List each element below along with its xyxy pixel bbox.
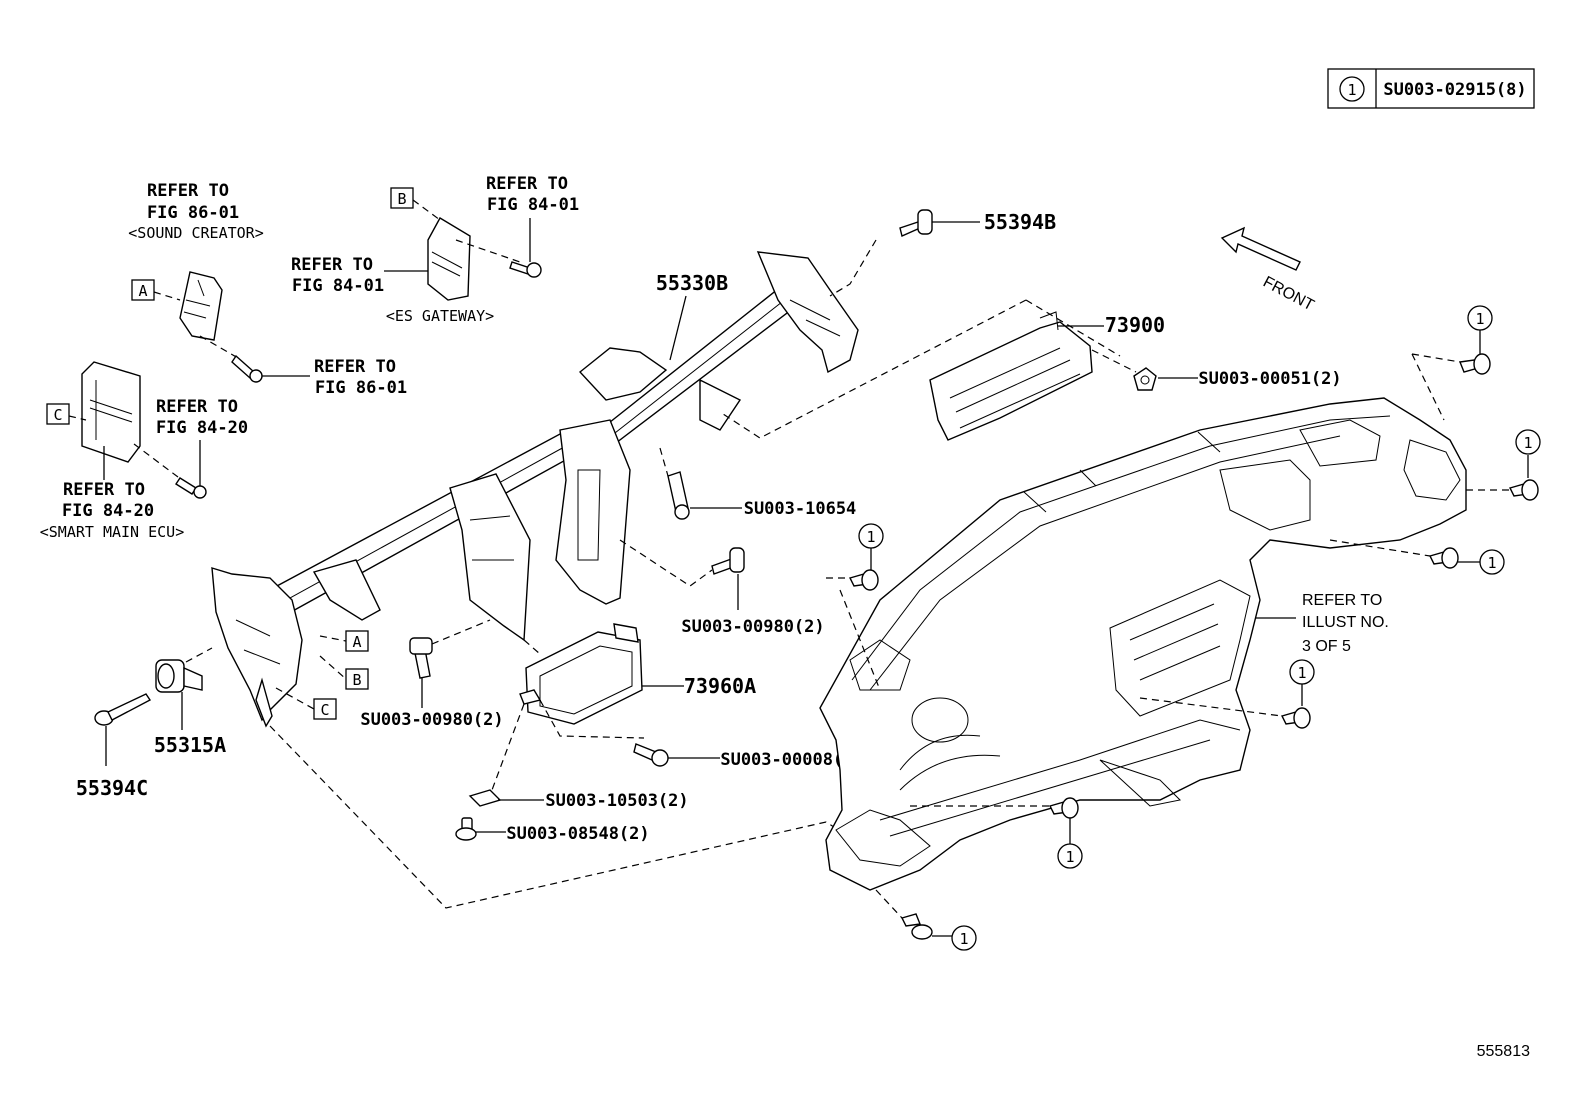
knee-airbag-73960A bbox=[491, 623, 684, 791]
legend-box: 1 SU003-02915(8) bbox=[1327, 68, 1535, 109]
part-55394C-label: 55394C bbox=[76, 776, 148, 800]
refer-sound-line1: REFER TO bbox=[147, 181, 229, 201]
part-55394B-label: 55394B bbox=[984, 210, 1056, 234]
clip-callout-right-1: 1 bbox=[1466, 429, 1541, 501]
bolt-icon bbox=[231, 354, 263, 383]
su-00008-label: SU003-00008(2) bbox=[720, 750, 863, 770]
callout-1-icon: 1 bbox=[1515, 429, 1541, 455]
box-a-icon bbox=[131, 279, 155, 301]
part-55330B-label: 55330B bbox=[656, 271, 728, 295]
legend-marker-icon: 1 bbox=[1339, 76, 1365, 102]
box-b-ref-icon bbox=[345, 668, 369, 690]
box-c-ref-icon bbox=[313, 698, 337, 720]
bolt-08548-icon bbox=[455, 817, 506, 841]
bolt-00980-upper-icon bbox=[619, 539, 745, 610]
diagram-id: 555813 bbox=[1477, 1043, 1530, 1060]
refer-illust-line3: 3 OF 5 bbox=[1302, 638, 1351, 655]
svg-text:1: 1 bbox=[959, 930, 968, 948]
instrument-panel-reinforcement bbox=[211, 251, 859, 728]
refer-sound-bolt-line2: FIG 86-01 bbox=[315, 378, 407, 398]
nut-00051-icon bbox=[1133, 367, 1198, 391]
refer-es-line1: REFER TO bbox=[291, 255, 373, 275]
refer-smart-bolt-line1: REFER TO bbox=[156, 397, 238, 417]
box-c-icon bbox=[46, 403, 70, 425]
bolt-icon bbox=[175, 477, 207, 499]
refer-sound-line3: <SOUND CREATOR> bbox=[128, 224, 263, 242]
callout-1-icon: 1 bbox=[951, 925, 977, 951]
bolt-00980-lower-icon bbox=[409, 619, 491, 708]
refer-smart-line2: FIG 84-20 bbox=[62, 501, 154, 521]
part-55315A-label: 55315A bbox=[154, 733, 226, 757]
svg-text:1: 1 bbox=[1065, 848, 1074, 866]
bolt-icon bbox=[509, 261, 542, 278]
legend-part-number: SU003-02915(8) bbox=[1383, 80, 1526, 100]
front-arrow-icon: FRONT bbox=[1220, 226, 1317, 315]
su-00980-lower-label: SU003-00980(2) bbox=[360, 710, 503, 730]
bolt-10654-icon bbox=[659, 447, 742, 520]
callout-1-icon: 1 bbox=[858, 523, 884, 549]
clip-callout-left-top: 1 bbox=[826, 523, 884, 691]
svg-text:1: 1 bbox=[1487, 554, 1496, 572]
refer-sound-bolt-line1: REFER TO bbox=[314, 357, 396, 377]
svg-text:1: 1 bbox=[866, 528, 875, 546]
instrument-panel bbox=[819, 397, 1467, 891]
es-gateway-module: B bbox=[384, 187, 542, 301]
svg-text:1: 1 bbox=[1297, 664, 1306, 682]
su-10503-label: SU003-10503(2) bbox=[545, 791, 688, 811]
svg-text:B: B bbox=[397, 190, 406, 208]
part-73900-label: 73900 bbox=[1105, 313, 1165, 337]
svg-text:A: A bbox=[352, 633, 361, 651]
refer-es-bolt-line1: REFER TO bbox=[486, 174, 568, 194]
svg-text:C: C bbox=[320, 701, 329, 719]
svg-text:A: A bbox=[138, 282, 147, 300]
refer-smart-line3: <SMART MAIN ECU> bbox=[40, 523, 185, 541]
clip-callout-center-right: 1 bbox=[1139, 659, 1315, 729]
grommet-55315A-icon bbox=[155, 647, 213, 730]
clip-callout-bottom-left: 1 bbox=[875, 889, 977, 951]
clip-10503-icon bbox=[468, 789, 544, 807]
refer-es-line3: <ES GATEWAY> bbox=[386, 307, 494, 325]
su-08548-label: SU003-08548(2) bbox=[506, 824, 649, 844]
callout-1-icon: 1 bbox=[1289, 659, 1315, 685]
su-10654-label: SU003-10654 bbox=[744, 499, 857, 519]
refer-smart-bolt-line2: FIG 84-20 bbox=[156, 418, 248, 438]
bolt-00008-icon bbox=[633, 743, 720, 767]
su-00980-upper-label: SU003-00980(2) bbox=[681, 617, 824, 637]
refer-illust-line2: ILLUST NO. bbox=[1302, 614, 1389, 631]
callout-1-icon: 1 bbox=[1479, 549, 1505, 575]
bolt-55394C-icon bbox=[94, 693, 152, 766]
sound-creator-module: A bbox=[131, 271, 310, 383]
callout-1-icon: 1 bbox=[1467, 305, 1493, 331]
front-label: FRONT bbox=[1260, 274, 1317, 315]
duct-73900 bbox=[719, 299, 1137, 441]
su-00051-label: SU003-00051(2) bbox=[1198, 369, 1341, 389]
smart-main-ecu-module: C bbox=[46, 361, 207, 499]
svg-text:B: B bbox=[352, 671, 361, 689]
svg-text:1: 1 bbox=[1475, 310, 1484, 328]
clip-callout-bottom-center: 1 bbox=[910, 797, 1083, 869]
clip-callout-top-right: 1 bbox=[1411, 305, 1493, 421]
part-73960A-label: 73960A bbox=[684, 674, 756, 698]
refer-smart-line1: REFER TO bbox=[63, 480, 145, 500]
refer-sound-line2: FIG 86-01 bbox=[147, 203, 239, 223]
svg-text:1: 1 bbox=[1347, 81, 1356, 99]
callout-1-icon: 1 bbox=[1057, 843, 1083, 869]
clip-callout-right-2: 1 bbox=[1329, 539, 1505, 575]
refer-illust-line1: REFER TO bbox=[1302, 592, 1382, 609]
refer-es-bolt-line2: FIG 84-01 bbox=[487, 195, 579, 215]
svg-text:C: C bbox=[53, 406, 62, 424]
bolt-55394B-icon bbox=[829, 209, 980, 297]
refer-es-line2: FIG 84-01 bbox=[292, 276, 384, 296]
box-b-icon bbox=[390, 187, 414, 209]
svg-text:1: 1 bbox=[1523, 434, 1532, 452]
